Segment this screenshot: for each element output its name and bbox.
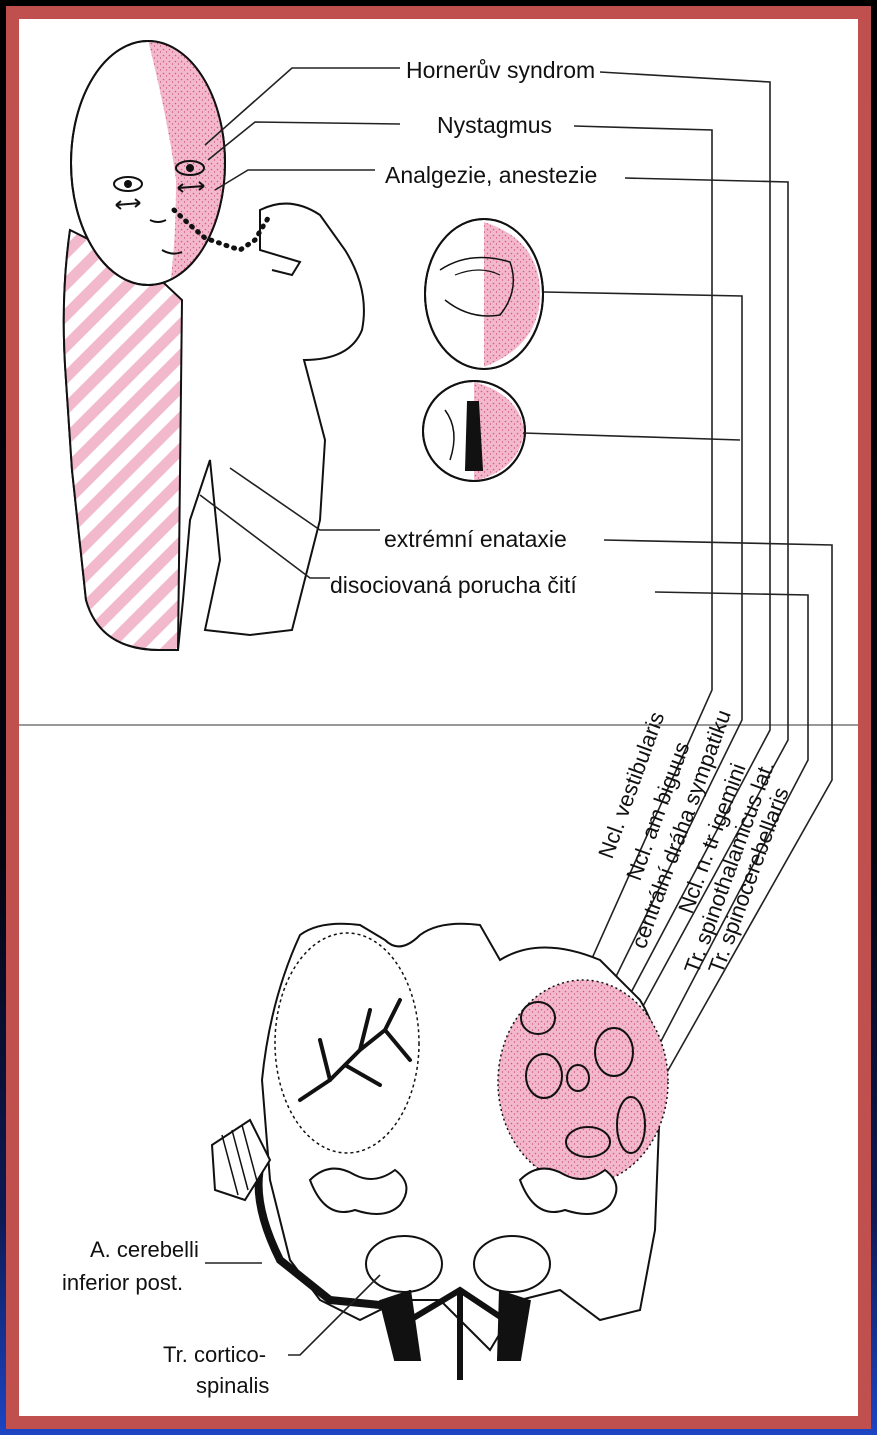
pharynx-illustration (425, 219, 543, 369)
label-a-cerebelli-line2: inferior post. (62, 1270, 183, 1295)
larynx-illustration (423, 381, 525, 481)
body-hatched-region (64, 230, 182, 650)
label-a-cerebelli-line1: A. cerebelli (90, 1237, 199, 1262)
medulla-cross-section (212, 924, 668, 1380)
label-horner-syndrome: Hornerův syndrom (406, 57, 595, 83)
right-pyramid (474, 1236, 550, 1292)
label-analgesia: Analgezie, anestezie (385, 162, 597, 188)
vertebral-artery-right (498, 1290, 530, 1360)
label-enataxie: extrémní enataxie (384, 526, 567, 552)
label-tr-cortico-line1: Tr. cortico- (163, 1342, 266, 1367)
left-pyramid (366, 1236, 442, 1292)
patient-figure (64, 40, 364, 650)
label-tr-cortico-line2: spinalis (196, 1373, 269, 1398)
label-disociovana: disociovaná porucha čití (330, 572, 577, 598)
label-nystagmus: Nystagmus (437, 112, 552, 138)
